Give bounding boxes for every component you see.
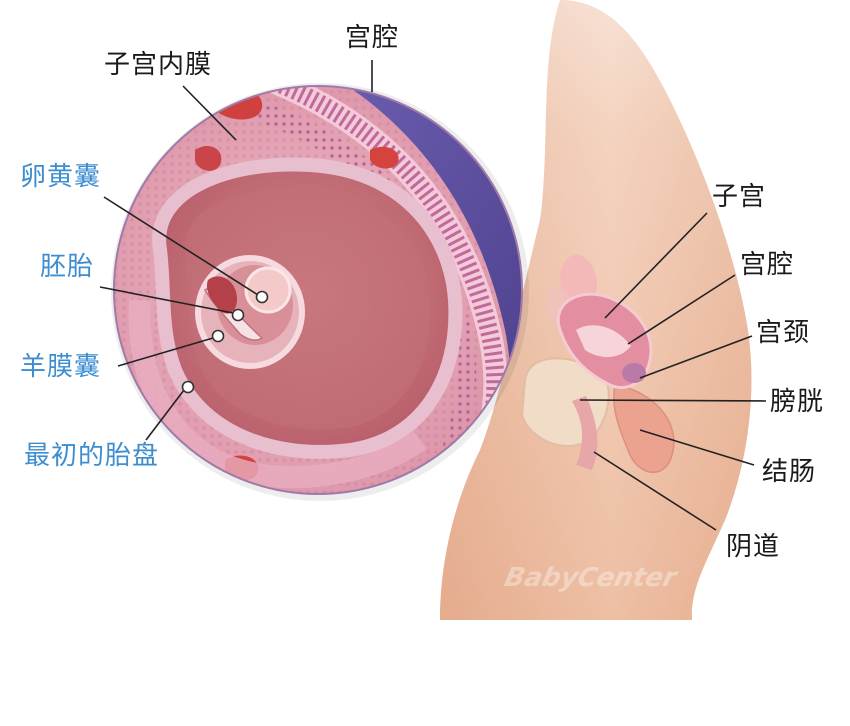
leader-line-amniotic-sac [117,337,214,367]
leader-line-colon [639,429,755,466]
leader-line-cavity-right [627,274,736,345]
leader-line-yolk-sac [103,196,259,296]
leader-line-cervix [639,335,753,379]
leader-lines [99,60,767,531]
leader-line-uterus [604,212,708,319]
cervix-shape [622,363,646,383]
leader-line-embryo [99,286,234,314]
vagina-shape [572,396,598,470]
label-bladder: 膀胱 [770,387,825,417]
label-placenta: 最初的胎盘 [24,441,160,471]
label-embryo: 胚胎 [40,252,95,282]
label-cervix: 宫颈 [756,318,811,348]
label-uterus: 子宫 [712,182,767,212]
watermark: BabyCenter [501,563,680,593]
marker-yolk-sac [255,290,269,304]
colon-shape [613,384,675,473]
pelvic-organs [520,254,675,473]
blood-vessel [370,146,399,169]
label-cavity-top: 宫腔 [345,23,400,53]
leader-line-vagina [593,451,717,531]
pointer-markers [181,290,269,394]
blood-vessel [195,145,222,171]
marker-amniotic-sac [211,329,225,343]
placenta-layer [128,299,427,489]
chorionic-sac-inner [184,189,431,430]
label-yolk-sac: 卵黄囊 [20,162,102,192]
label-cavity-right: 宫腔 [740,250,795,280]
label-vagina: 阴道 [726,532,781,562]
label-amniotic-sac: 羊膜囊 [20,352,102,382]
leader-line-placenta [145,389,185,441]
endometrium-comb [271,86,505,474]
uterine-cavity-shape [576,325,631,358]
marker-embryo [231,308,245,322]
label-colon: 结肠 [762,457,817,487]
label-endometrium: 子宫内膜 [104,50,213,80]
yolk-sac-shape [244,266,292,314]
leader-line-bladder [579,399,767,402]
embryo-body [206,276,238,314]
marker-placenta [181,380,195,394]
leader-line-endometrium [182,85,237,141]
